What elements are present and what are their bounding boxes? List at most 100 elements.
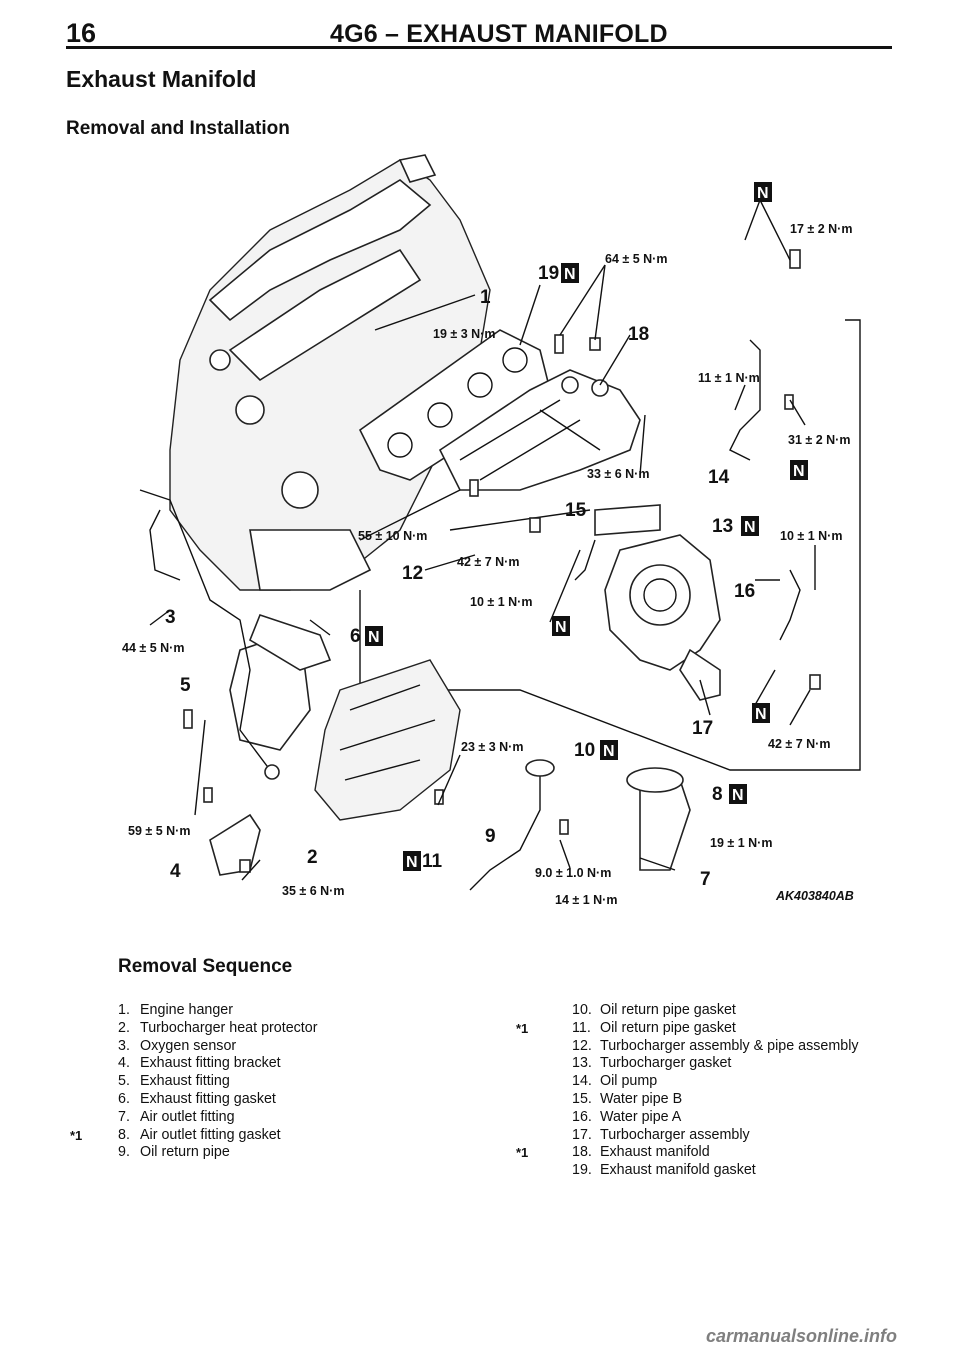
torque-label: 35 ± 6 N·m	[282, 884, 344, 898]
torque-label: 64 ± 5 N·m	[605, 252, 667, 266]
callout-leader-lines	[149, 199, 816, 881]
sequence-item: 10. Oil return pipe gasket	[572, 1002, 859, 1020]
sequence-item-number: 10.	[572, 1002, 592, 1018]
sequence-item: 12. Turbocharger assembly & pipe assembly	[572, 1038, 859, 1056]
svg-text:N: N	[744, 519, 756, 536]
torque-label: 14 ± 1 N·m	[555, 893, 617, 907]
air-outlet-gasket-illustration	[626, 767, 684, 793]
sequence-item-label: Oil return pipe	[140, 1144, 230, 1161]
page-header-title: 4G6 – EXHAUST MANIFOLD	[330, 20, 668, 48]
callout-3: 3	[165, 607, 176, 628]
svg-text:N: N	[368, 629, 380, 646]
callout-15: 15	[565, 500, 587, 521]
sequence-item-label: Oil return pipe gasket	[600, 1002, 736, 1018]
page-number: 16	[66, 18, 97, 48]
reassembly-mark: *1	[70, 1127, 83, 1143]
reassembly-mark: *1	[516, 1145, 529, 1161]
sequence-item-label: Engine hanger	[140, 1002, 234, 1018]
sequence-item-label: Water pipe B	[600, 1090, 683, 1107]
water-pipe-a-illustration	[779, 569, 801, 641]
callout-1: 1	[480, 287, 491, 308]
svg-text:N: N	[732, 787, 744, 804]
sequence-item-label: Turbocharger gasket	[600, 1055, 732, 1072]
sequence-item: 1.Engine hanger	[118, 1002, 317, 1020]
torque-label: 59 ± 5 N·m	[128, 824, 190, 838]
sequence-item-label: Oil pump	[600, 1073, 658, 1090]
callout-9: 9	[485, 826, 496, 847]
torque-label: 9.0 ± 1.0 N·m	[535, 866, 611, 880]
exploded-diagram: N N N N N N N N N N 1 2 3 4 5 6 7 8 9 10…	[122, 154, 861, 907]
section-title: Exhaust Manifold	[66, 66, 257, 92]
bracket-line-12	[449, 509, 591, 531]
callout-12: 12	[402, 563, 423, 584]
water-pipe-b-illustration	[574, 539, 596, 581]
torque-label: 42 ± 7 N·m	[768, 737, 830, 751]
sequence-item-label: Oil return pipe gasket	[600, 1019, 736, 1036]
torque-label: 19 ± 1 N·m	[710, 836, 772, 850]
turbocharger-illustration	[594, 504, 721, 701]
torque-label: 10 ± 1 N·m	[470, 595, 532, 609]
sequence-item: 15. Water pipe B	[572, 1091, 859, 1109]
callout-14: 14	[708, 467, 730, 488]
sequence-item-label: Exhaust fitting	[140, 1073, 230, 1090]
sequence-item-label: Turbocharger heat protector	[140, 1019, 318, 1036]
torque-label: 10 ± 1 N·m	[780, 529, 842, 543]
sequence-item-label: Turbocharger assembly	[600, 1126, 750, 1143]
svg-text:N: N	[603, 743, 615, 760]
sequence-item: 6.Exhaust fitting gasket	[118, 1091, 317, 1109]
removal-sequence-title: Removal Sequence	[118, 956, 293, 977]
heat-protector-illustration	[314, 659, 461, 821]
sequence-item: 4.Exhaust fitting bracket	[118, 1055, 317, 1073]
torque-label: 33 ± 6 N·m	[587, 467, 649, 481]
exhaust-fitting-bracket-illustration	[209, 813, 261, 876]
torque-label: 55 ± 10 N·m	[358, 529, 427, 543]
sequence-item: 9.Oil return pipe	[118, 1144, 317, 1162]
svg-text:N: N	[793, 463, 805, 480]
svg-text:N: N	[564, 266, 576, 283]
sequence-item-number: 12.	[572, 1037, 592, 1054]
figure-code: AK403840AB	[775, 889, 854, 903]
sequence-item-label: Exhaust manifold	[600, 1144, 710, 1161]
sequence-item-number: 2.	[118, 1019, 130, 1036]
callout-10: 10	[574, 740, 595, 761]
callout-numbers: 1 2 3 4 5 6 7 8 9 10 11 12 13 14 15 16 1…	[165, 263, 755, 890]
exhaust-fitting-illustration	[229, 614, 332, 751]
header-rule	[66, 46, 892, 49]
sequence-item-number: 14.	[572, 1073, 592, 1090]
sequence-item: 17.Turbocharger assembly	[572, 1127, 859, 1145]
oxygen-sensor-wire	[139, 489, 271, 771]
callout-4: 4	[170, 861, 181, 882]
sequence-item-label: Air outlet fitting gasket	[140, 1126, 281, 1143]
callout-5: 5	[180, 675, 191, 696]
sequence-item: 3.Oxygen sensor	[118, 1038, 317, 1056]
torque-label: 19 ± 3 N·m	[433, 327, 495, 341]
sequence-item-number: 16.	[572, 1108, 592, 1125]
sequence-item: 2. Turbocharger heat protector	[118, 1020, 317, 1038]
torque-label: 23 ± 3 N·m	[461, 740, 523, 754]
reassembly-mark: *1	[516, 1020, 529, 1036]
callout-16: 16	[734, 581, 755, 602]
bolt-set	[183, 249, 821, 873]
sequence-item-number: 7.	[118, 1108, 130, 1125]
torque-label: 17 ± 2 N·m	[790, 222, 852, 236]
sequence-item-label: Water pipe A	[600, 1108, 682, 1125]
sequence-item-number: 13.	[572, 1055, 592, 1072]
callout-13: 13	[712, 516, 733, 537]
sequence-item-label: Oxygen sensor	[140, 1037, 237, 1054]
sequence-item-number: 18.	[572, 1144, 592, 1161]
torque-label: 42 ± 7 N·m	[457, 555, 519, 569]
sequence-item-number: 6.	[118, 1090, 130, 1107]
sequence-item-label: Turbocharger assembly & pipe assembly	[600, 1037, 859, 1054]
callout-7: 7	[700, 869, 711, 890]
oxygen-sensor-illustration	[264, 764, 280, 780]
svg-text:N: N	[755, 706, 767, 723]
callout-19: 19	[538, 263, 559, 284]
svg-text:N: N	[757, 185, 769, 202]
sequence-item-number: 15.	[572, 1090, 592, 1107]
oil-pipe-illustration	[729, 339, 761, 461]
torque-label: 31 ± 2 N·m	[788, 433, 850, 447]
watermark: carmanualsonline.info	[706, 1326, 898, 1346]
